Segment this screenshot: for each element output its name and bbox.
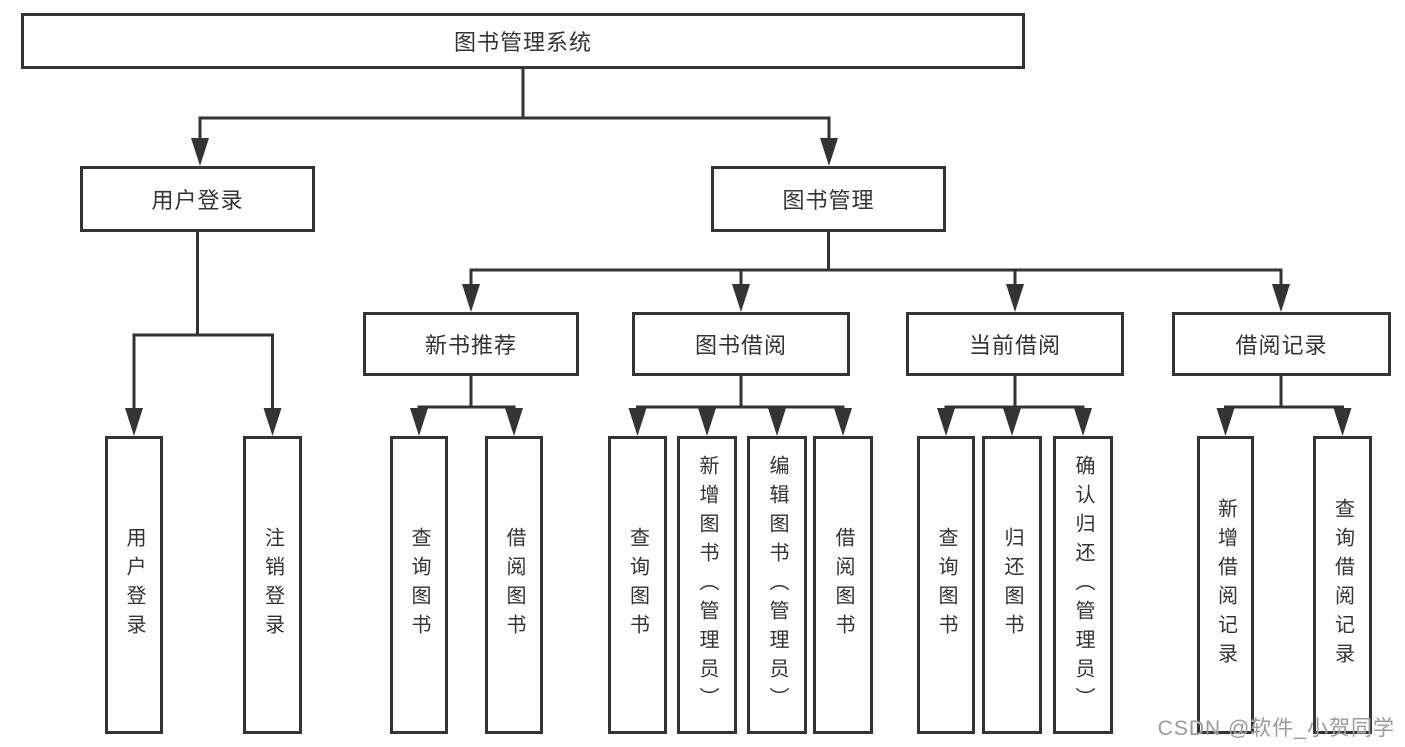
leaf-query-books-recommend: 查询图书 [390, 436, 448, 734]
leaf-logout-label: 注销登录 [261, 527, 284, 643]
leaf-borrow-books-borrow: 借阅图书 [813, 436, 873, 734]
node-book-borrow-label: 图书借阅 [694, 333, 787, 358]
leaf-return-book: 归还图书 [982, 436, 1042, 734]
leaf-query-books-recommend-label: 查询图书 [408, 527, 430, 643]
leaf-borrow-books-borrow-label: 借阅图书 [832, 527, 854, 643]
node-new-book-recommend-label: 新书推荐 [424, 333, 517, 358]
leaf-add-borrow-record: 新增借阅记录 [1197, 436, 1254, 734]
leaf-edit-book-admin: 编辑图书（管理员） [747, 436, 807, 734]
leaf-borrow-books-recommend-label: 借阅图书 [503, 527, 525, 643]
leaf-logout: 注销登录 [243, 436, 302, 734]
node-root: 图书管理系统 [21, 13, 1025, 69]
leaf-confirm-return-admin-label: 确认归还（管理员） [1072, 454, 1094, 716]
leaf-query-borrow-record: 查询借阅记录 [1313, 436, 1372, 734]
node-book-management-label: 图书管理 [782, 188, 875, 213]
leaf-query-books-borrow: 查询图书 [608, 436, 667, 734]
watermark: CSDN @软件_小贺同学 [1157, 717, 1395, 740]
node-borrow-records-label: 借阅记录 [1235, 333, 1328, 358]
node-book-borrow: 图书借阅 [632, 312, 850, 376]
leaf-query-books-current-label: 查询图书 [935, 527, 957, 643]
leaf-return-book-label: 归还图书 [1001, 527, 1023, 643]
node-root-label: 图书管理系统 [453, 30, 592, 55]
leaf-add-book-admin: 新增图书（管理员） [677, 436, 737, 734]
leaf-query-books-borrow-label: 查询图书 [626, 527, 649, 643]
leaf-user-login-label: 用户登录 [123, 527, 145, 643]
leaf-user-login: 用户登录 [105, 436, 163, 734]
node-user-login-label: 用户登录 [151, 188, 244, 213]
leaf-borrow-books-recommend: 借阅图书 [485, 436, 543, 734]
leaf-query-books-current: 查询图书 [917, 436, 975, 734]
node-new-book-recommend: 新书推荐 [363, 312, 579, 376]
node-current-borrow: 当前借阅 [906, 312, 1124, 376]
node-borrow-records: 借阅记录 [1172, 312, 1391, 376]
node-current-borrow-label: 当前借阅 [968, 333, 1061, 358]
leaf-confirm-return-admin: 确认归还（管理员） [1053, 436, 1113, 734]
node-book-management: 图书管理 [711, 166, 946, 232]
leaf-edit-book-admin-label: 编辑图书（管理员） [766, 454, 788, 716]
node-user-login: 用户登录 [80, 166, 315, 232]
leaf-add-book-admin-label: 新增图书（管理员） [696, 454, 718, 716]
leaf-query-borrow-record-label: 查询借阅记录 [1331, 498, 1354, 672]
leaf-add-borrow-record-label: 新增借阅记录 [1214, 498, 1237, 672]
